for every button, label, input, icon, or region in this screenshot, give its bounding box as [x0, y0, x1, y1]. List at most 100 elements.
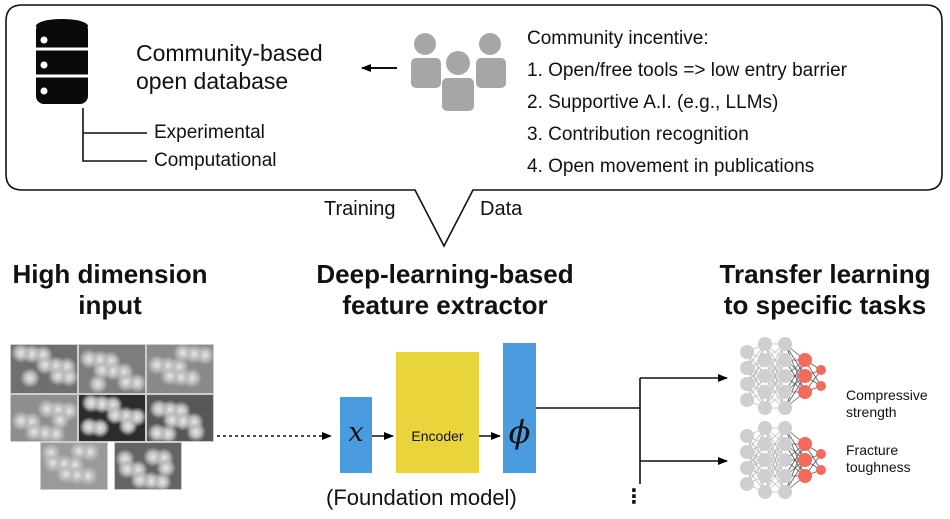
nn-node [778, 469, 792, 483]
nn-edge [764, 359, 786, 409]
nn-edge [746, 427, 766, 485]
incentive-item: 1. Open/free tools => low entry barrier [527, 60, 847, 81]
more-tasks-ellipsis: ⋮ [624, 486, 644, 508]
sem-image [40, 442, 108, 490]
task-label-line1: Compressive [846, 387, 928, 403]
neural-network-icon-1 [740, 337, 826, 415]
nn-node [778, 485, 792, 499]
nn-node [798, 469, 812, 483]
task-label-line2: toughness [846, 459, 911, 475]
incentive-item: 3. Contribution recognition [527, 124, 749, 145]
speech-bubble [5, 4, 943, 248]
input-heading-line2: input [78, 290, 142, 320]
nn-node [758, 353, 772, 367]
nn-node [778, 369, 792, 383]
nn-node [758, 469, 772, 483]
input-vector-box [340, 397, 372, 473]
nn-node [816, 449, 826, 459]
database-icon [36, 19, 88, 104]
task-fracture-toughness: Fracture toughness [846, 442, 911, 476]
feature-vector-box [503, 343, 536, 473]
nn-edge [746, 359, 766, 401]
nn-node [758, 385, 772, 399]
output-symbol: ϕ [508, 413, 531, 451]
transfer-heading-line2: to specific tasks [723, 290, 927, 320]
input-heading: High dimension input [0, 259, 220, 321]
sem-image [10, 394, 78, 442]
nn-node [798, 353, 812, 367]
nn-node [778, 437, 792, 451]
nn-node [740, 445, 754, 459]
nn-node [798, 453, 812, 467]
nn-node [758, 337, 772, 351]
training-label: Training [324, 198, 396, 220]
nn-node [758, 453, 772, 467]
database-title-line2: open database [136, 68, 289, 94]
nn-edge [784, 443, 806, 493]
branch-computational: Computational [154, 150, 277, 171]
extractor-heading: Deep-learning-based feature extractor [300, 259, 590, 321]
nn-node [798, 385, 812, 399]
nn-node [816, 465, 826, 475]
incentive-item: 4. Open movement in publications [527, 156, 815, 177]
nn-edge [784, 359, 806, 409]
transfer-heading: Transfer learning to specific tasks [700, 259, 950, 321]
people-group-icon [411, 33, 506, 111]
nn-node [758, 485, 772, 499]
nn-edge [764, 443, 786, 493]
tree-branches [82, 108, 147, 162]
data-label: Data [480, 198, 523, 220]
nn-node [740, 377, 754, 391]
nn-node [740, 345, 754, 359]
nn-node [798, 437, 812, 451]
nn-node [778, 453, 792, 467]
nn-edge [746, 443, 766, 485]
branch-experimental: Experimental [154, 122, 265, 143]
task-compressive-strength: Compressive strength [846, 387, 928, 421]
task-label-line1: Fracture [846, 442, 899, 458]
nn-edge [746, 343, 766, 401]
nn-edge [764, 343, 786, 393]
incentive-item: 2. Supportive A.I. (e.g., LLMs) [527, 92, 779, 113]
nn-node [740, 393, 754, 407]
sem-image [146, 394, 214, 442]
sem-image [114, 442, 182, 490]
nn-node [816, 381, 826, 391]
encoder-box [396, 352, 479, 473]
sem-image [78, 394, 146, 442]
sem-image [78, 344, 146, 394]
nn-edge [746, 343, 766, 385]
nn-node [778, 421, 792, 435]
extractor-heading-line2: feature extractor [342, 290, 548, 320]
database-title-line1: Community-based [136, 40, 323, 66]
nn-edge [746, 427, 766, 469]
nn-node [816, 365, 826, 375]
nn-node [740, 429, 754, 443]
sem-image [10, 344, 78, 394]
nn-node [740, 361, 754, 375]
incentive-list: Community incentive: 1. Open/free tools … [527, 23, 847, 183]
nn-node [778, 353, 792, 367]
neural-network-icon-2 [740, 421, 826, 499]
nn-node [740, 477, 754, 491]
task-label-line2: strength [846, 404, 897, 420]
nn-node [740, 461, 754, 475]
input-symbol: x [348, 417, 364, 448]
nn-node [778, 401, 792, 415]
feature-branch-lines [536, 378, 641, 484]
encoder-label: Encoder [411, 428, 464, 444]
transfer-heading-line1: Transfer learning [719, 259, 931, 289]
nn-edge [764, 427, 786, 477]
nn-node [758, 369, 772, 383]
nn-node [758, 401, 772, 415]
nn-node [778, 337, 792, 351]
nn-node [798, 369, 812, 383]
nn-node [758, 437, 772, 451]
sem-image [146, 344, 214, 394]
nn-node [778, 385, 792, 399]
database-title: Community-based open database [136, 39, 323, 95]
input-heading-line1: High dimension [12, 259, 208, 289]
foundation-model-caption: (Foundation model) [326, 485, 517, 510]
nn-node [758, 421, 772, 435]
